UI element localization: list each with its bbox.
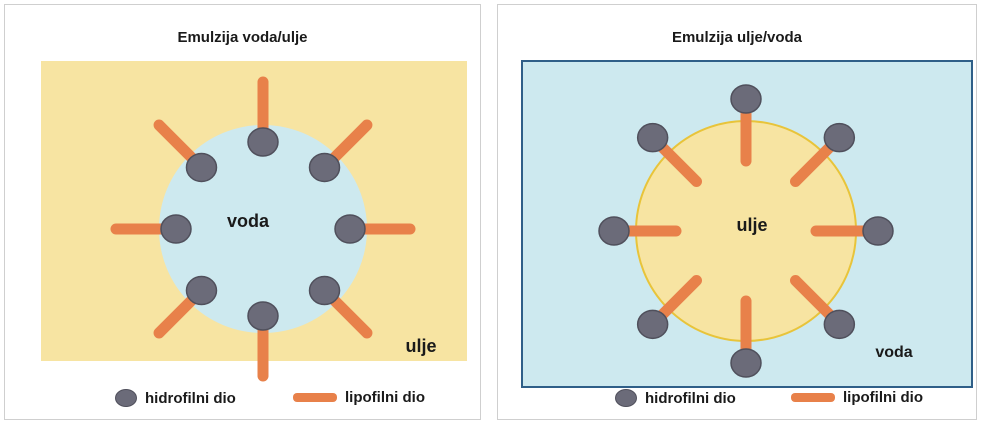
surfactant-molecule: [308, 275, 373, 339]
legend-lipophilic-label: lipofilni dio: [843, 389, 923, 406]
hydrophilic-head: [308, 275, 341, 306]
surfactant-molecule: [110, 214, 192, 244]
hydrophilic-head-icon: [115, 389, 137, 407]
legend-hydrophilic: hidrofilni dio: [115, 389, 236, 407]
legend-hydrophilic: hidrofilni dio: [615, 389, 736, 407]
hydrophilic-head: [247, 127, 279, 157]
surfactant-molecule: [334, 214, 416, 244]
inner-phase-label: voda: [227, 211, 270, 231]
surfactant-molecule: [636, 122, 703, 188]
surfactant-molecule: [636, 274, 703, 340]
surfactant-molecule: [153, 119, 218, 183]
surfactant-molecule: [789, 122, 856, 188]
hydrophilic-head: [862, 216, 894, 246]
hydrophilic-head: [730, 84, 762, 114]
surfactant-molecule: [598, 216, 682, 246]
hydrophilic-head: [308, 152, 341, 183]
surfactant-molecule: [810, 216, 894, 246]
legend: hidrofilni dio lipofilni dio: [498, 389, 976, 413]
hydrophilic-head: [185, 152, 218, 183]
surfactant-molecules: [110, 76, 416, 382]
panel-title: Emulzija voda/ulje: [177, 29, 308, 46]
surfactant-molecule: [730, 84, 762, 167]
legend-lipophilic-label: lipofilni dio: [345, 389, 425, 406]
legend-hydrophilic-label: hidrofilni dio: [145, 389, 236, 407]
surfactant-molecule: [247, 76, 279, 157]
water-in-oil-diagram: voda ulje: [41, 61, 467, 382]
legend-hydrophilic-label: hidrofilni dio: [645, 389, 736, 407]
surfactant-molecule: [789, 274, 856, 340]
hydrophilic-head-icon: [615, 389, 637, 407]
inner-phase-label: ulje: [736, 215, 767, 235]
hydrophilic-head: [598, 216, 630, 246]
lipophilic-tail-icon: [791, 393, 835, 402]
surfactant-molecule: [153, 275, 218, 339]
panel-water-in-oil: Emulzija voda/ulje voda ulje hidrofilni …: [4, 4, 481, 420]
lipophilic-tail-icon: [293, 393, 337, 402]
surfactant-molecule: [247, 301, 279, 382]
legend-lipophilic: lipofilni dio: [293, 389, 425, 406]
legend: hidrofilni dio lipofilni dio: [5, 389, 480, 413]
hydrophilic-head: [334, 214, 366, 244]
outer-phase-label: voda: [875, 344, 912, 361]
hydrophilic-head: [185, 275, 218, 306]
panel-oil-in-water: Emulzija ulje/voda ulje voda hidrofilni …: [497, 4, 977, 420]
outer-phase-label: ulje: [405, 336, 436, 356]
surfactant-molecule: [730, 295, 762, 378]
hydrophilic-head: [823, 122, 856, 153]
hydrophilic-head: [247, 301, 279, 331]
hydrophilic-head: [160, 214, 192, 244]
oil-in-water-diagram: ulje voda: [521, 60, 973, 388]
legend-lipophilic: lipofilni dio: [791, 389, 923, 406]
hydrophilic-head: [823, 309, 856, 340]
hydrophilic-head: [636, 122, 669, 153]
panel-title: Emulzija ulje/voda: [671, 29, 803, 46]
surfactant-molecule: [308, 119, 373, 183]
hydrophilic-head: [730, 348, 762, 378]
surfactant-molecules: [598, 84, 894, 378]
hydrophilic-head: [636, 309, 669, 340]
